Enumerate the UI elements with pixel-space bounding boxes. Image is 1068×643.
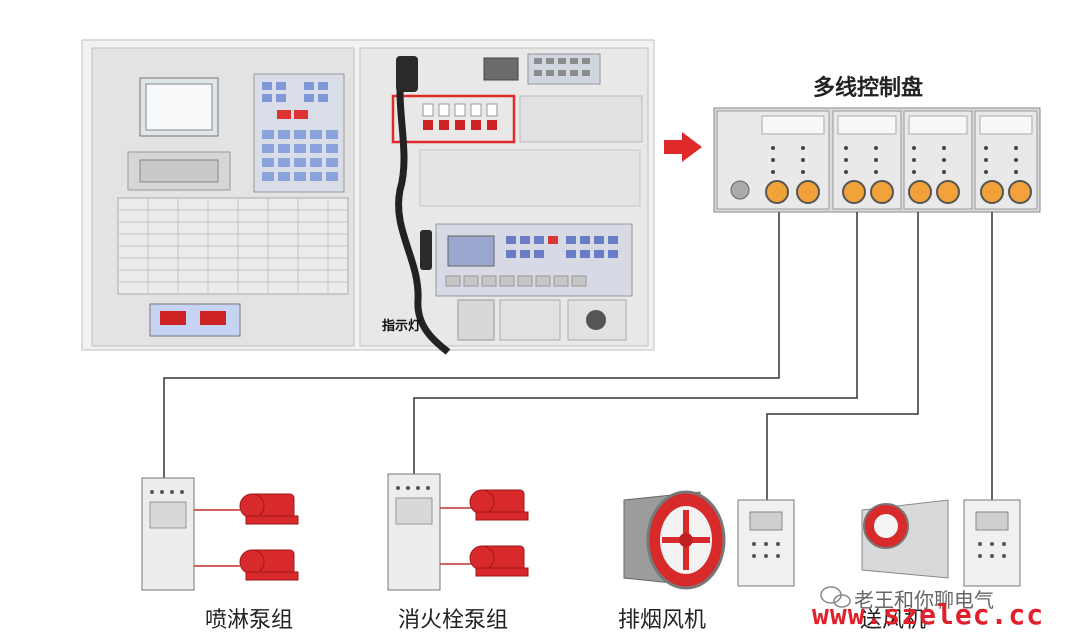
hydrant-pump-group xyxy=(387,473,529,591)
multi-line-control-panel xyxy=(713,107,1041,213)
arrow-right-icon xyxy=(664,132,702,162)
equipment-label: 喷淋泵组 xyxy=(205,608,294,633)
sprinkler-pump-group xyxy=(141,477,299,591)
indicator-light-label: 指示灯 xyxy=(382,319,422,334)
smoke-exhaust-fan xyxy=(623,490,795,590)
indicator-highlight-box xyxy=(391,94,516,144)
watermark-url: www.szelec.cc xyxy=(812,598,1045,631)
control-panel-title: 多线控制盘 xyxy=(813,76,924,101)
fire-alarm-cabinet xyxy=(81,39,655,355)
connection-wires xyxy=(163,212,993,500)
equipment-label: 排烟风机 xyxy=(618,608,707,633)
equipment-label: 送风机 xyxy=(860,608,927,633)
equipment-label: 消火栓泵组 xyxy=(398,608,509,633)
supply-air-fan xyxy=(861,499,1021,587)
watermark-author: 老王和你聊电气 xyxy=(854,588,994,612)
wechat-icon xyxy=(820,586,851,608)
